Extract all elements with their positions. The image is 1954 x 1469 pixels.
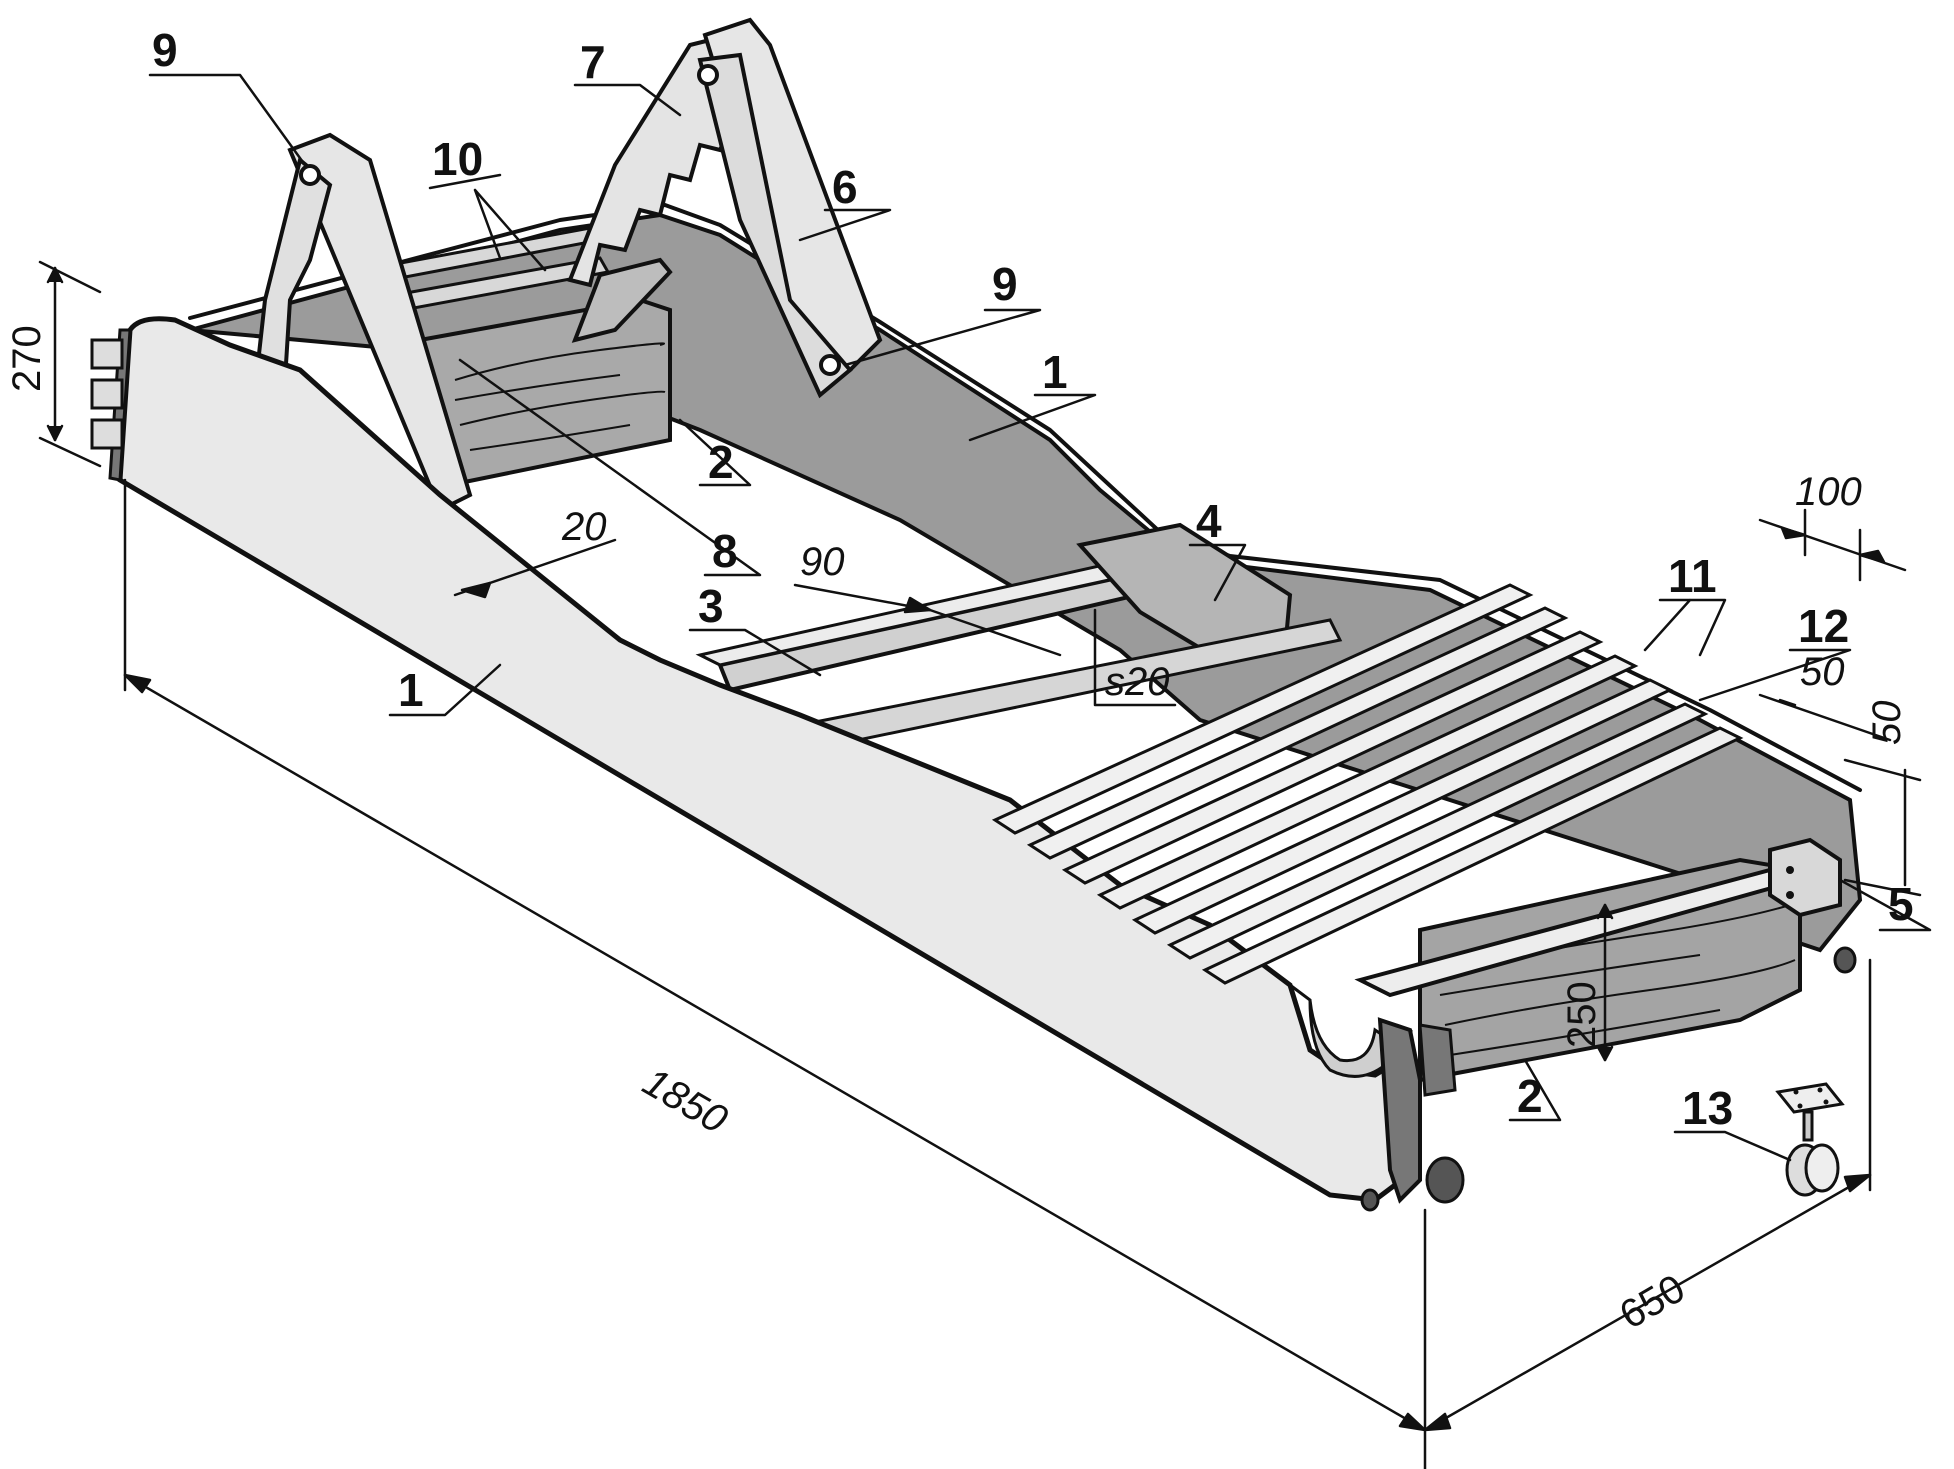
label-part-2-rear: 2 (708, 436, 734, 488)
dim-label-100: 100 (1795, 470, 1862, 514)
leader-2-rear (678, 418, 752, 487)
caster-wheel-far (1833, 946, 1857, 974)
leader-3 (688, 628, 822, 677)
slat (1026, 606, 1569, 860)
leader-13 (1673, 1130, 1792, 1162)
dim-50-line (1758, 693, 1892, 742)
label-part-10: 10 (432, 133, 483, 185)
label-part-4: 4 (1196, 495, 1222, 547)
dim-label-1850: 1850 (636, 1060, 735, 1143)
slat-group (991, 583, 1744, 985)
caster-detail (1775, 1082, 1845, 1197)
leader-11 (1643, 598, 1727, 657)
slat (1166, 702, 1709, 960)
dim-650-line (1423, 1173, 1872, 1432)
backrest-arm-right-2 (697, 52, 853, 399)
leader-9-right (843, 308, 1042, 367)
leader-1-left (388, 663, 502, 717)
leader-4 (1188, 543, 1247, 602)
leader-2-front (1508, 1058, 1562, 1122)
label-part-9-left: 9 (152, 24, 178, 76)
label-part-8: 8 (712, 525, 738, 577)
slat (1201, 726, 1744, 985)
dim-label-250: 250 (1560, 981, 1604, 1048)
dim-label-20: 20 (561, 505, 607, 549)
leg-block-right (1768, 837, 1842, 918)
ratchet-stop (571, 257, 673, 343)
label-part-5: 5 (1888, 878, 1914, 930)
dim-label-270: 270 (5, 325, 49, 392)
label-part-2-front: 2 (1517, 1070, 1543, 1122)
slat (1096, 654, 1639, 910)
dim-label-50b: 50 (1865, 701, 1909, 746)
label-part-3: 3 (698, 580, 724, 632)
label-part-1-right: 1 (1042, 346, 1068, 398)
dim-1850-line (123, 673, 1427, 1432)
label-part-1-left: 1 (398, 664, 424, 716)
caster-wheel-near (1425, 1156, 1465, 1204)
head-end-blocks (90, 338, 124, 450)
dim-label-90: 90 (800, 540, 845, 584)
leader-1-right (968, 393, 1097, 442)
dim-label-50: 50 (1800, 650, 1845, 694)
label-part-12: 12 (1798, 600, 1849, 652)
dimension-lines (38, 73, 1932, 1469)
leader-6 (798, 208, 892, 242)
backrest-strut-left (252, 156, 333, 393)
label-part-11: 11 (1668, 550, 1717, 602)
dim-s20-line (1093, 608, 1177, 707)
leader-8 (458, 358, 762, 577)
leader-5 (1838, 878, 1932, 932)
dim-label-650: 650 (1613, 1266, 1693, 1337)
leader-12 (1698, 648, 1852, 702)
label-part-9-right: 9 (992, 258, 1018, 310)
leader-9-left (148, 73, 307, 167)
label-part-7: 7 (580, 36, 606, 88)
foot-board-grain (1439, 904, 1796, 1056)
leg-block-bolt-2 (1786, 891, 1794, 899)
backrest-arm-left (287, 132, 473, 513)
foot-end-block (1418, 1023, 1457, 1097)
pivot-bolt-right (819, 354, 841, 376)
pivot-bolt-top (697, 64, 719, 86)
dim-label-s20: s20 (1105, 660, 1170, 704)
caster-wheel-back (1360, 1188, 1380, 1212)
label-part-13: 13 (1682, 1082, 1733, 1134)
pivot-bolt-left (299, 164, 321, 186)
slat (1061, 630, 1604, 885)
slat (1131, 678, 1674, 935)
label-part-6: 6 (832, 161, 858, 213)
leader-7 (573, 83, 682, 117)
head-board-grain (454, 342, 666, 451)
leg-block-bolt-1 (1786, 866, 1794, 874)
leader-10 (428, 173, 547, 272)
slat (991, 583, 1534, 835)
near-side-end-edge (1377, 1017, 1422, 1204)
